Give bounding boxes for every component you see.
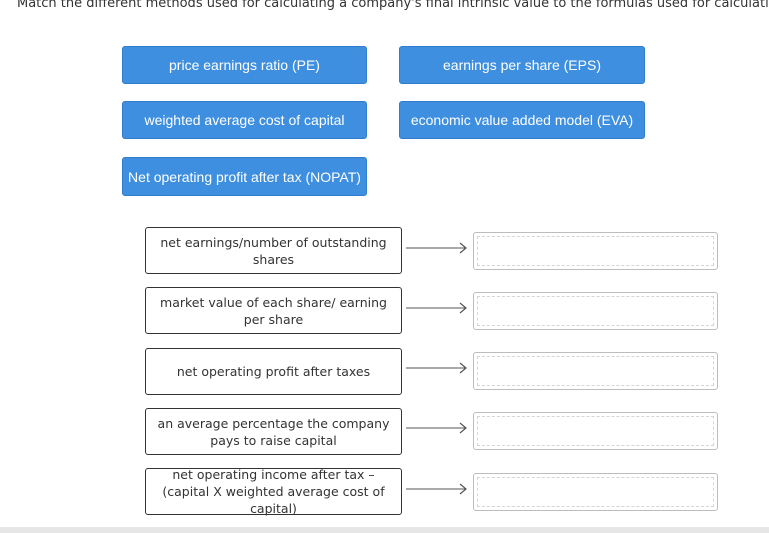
arrow-right-icon: [406, 362, 467, 374]
prompt-text: net earnings/number of outstanding share…: [160, 234, 387, 267]
prompt-box: an average percentage the company pays t…: [145, 408, 402, 455]
bottom-scroll-bar: [0, 527, 769, 533]
drop-zone[interactable]: [473, 232, 718, 270]
arrow-right-icon: [406, 302, 467, 314]
drop-zone-outline: [477, 356, 714, 386]
drop-zone[interactable]: [473, 473, 718, 511]
arrow-right-icon: [406, 483, 467, 495]
prompt-box: market value of each share/ earning per …: [145, 287, 402, 334]
prompt-text: an average percentage the company pays t…: [157, 415, 390, 448]
drop-zone[interactable]: [473, 292, 718, 330]
drop-zone-outline: [477, 296, 714, 326]
instructions-text: Match the different methods used for cal…: [17, 0, 769, 11]
prompt-box: net operating profit after taxes: [145, 348, 402, 395]
drop-zone-outline: [477, 477, 714, 507]
arrow-right-icon: [406, 242, 467, 254]
drop-zone[interactable]: [473, 352, 718, 390]
drop-zone-outline: [477, 416, 714, 446]
tile-earnings-per-share[interactable]: earnings per share (EPS): [399, 46, 645, 84]
prompt-box: net earnings/number of outstanding share…: [145, 227, 402, 274]
prompt-box: net operating income after tax – (capita…: [145, 467, 402, 516]
prompt-text: net operating profit after taxes: [176, 364, 371, 379]
prompt-text: market value of each share/ earning per …: [160, 294, 387, 327]
tile-price-earnings-ratio[interactable]: price earnings ratio (PE): [122, 46, 367, 84]
drop-zone-outline: [477, 236, 714, 266]
tile-economic-value-added[interactable]: economic value added model (EVA): [399, 101, 645, 139]
prompt-text: net operating income after tax – (capita…: [162, 467, 385, 516]
drop-zone[interactable]: [473, 412, 718, 450]
arrow-right-icon: [406, 422, 467, 434]
tile-nopat[interactable]: Net operating profit after tax (NOPAT): [122, 157, 367, 196]
tile-weighted-average-cost-of-capital[interactable]: weighted average cost of capital: [122, 101, 367, 139]
